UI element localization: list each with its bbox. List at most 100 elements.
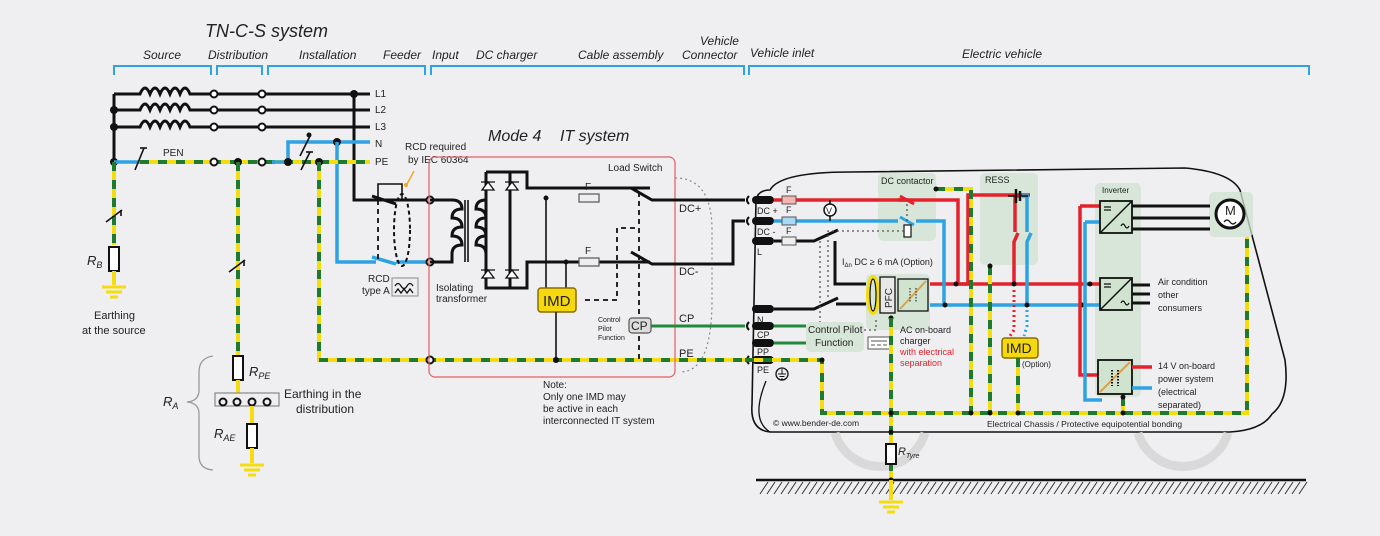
imd-charger-label: IMD xyxy=(543,293,571,310)
section-feeder: Feeder xyxy=(383,48,422,62)
rtyre-resistor xyxy=(885,443,897,465)
inlet-pe: PE xyxy=(757,365,769,375)
hatch-mark xyxy=(843,481,853,495)
motor-icon xyxy=(1214,198,1246,230)
voltmeter-label: V xyxy=(826,206,832,216)
inlet-dc-plus: DC + xyxy=(757,206,778,216)
charger-pe: PE xyxy=(679,348,694,360)
section-vehicle-inlet: Vehicle inlet xyxy=(750,46,815,60)
hatch-mark xyxy=(906,481,916,495)
inlet-fuse-dc-minus xyxy=(781,216,797,226)
hatch-mark xyxy=(1270,481,1280,495)
inlet-n: N xyxy=(757,315,764,325)
section-source: Source xyxy=(143,48,181,62)
hatch-mark xyxy=(1242,481,1252,495)
hatch-mark xyxy=(1116,481,1126,495)
ress-box xyxy=(980,173,1038,265)
rcd-required-1: RCD required xyxy=(405,142,466,153)
cp-function-box xyxy=(806,322,864,352)
hatch-mark xyxy=(1109,481,1119,495)
dc-charger-box xyxy=(428,156,676,378)
hatch-mark xyxy=(871,481,881,495)
fuse-label: F xyxy=(585,182,591,193)
dc-contactor-box xyxy=(878,173,936,241)
cp-func-3: Function xyxy=(598,335,625,342)
ra-brace xyxy=(186,355,214,471)
aux-converter xyxy=(1099,277,1133,311)
ra-label: RA xyxy=(163,394,178,411)
rb-label: RB xyxy=(87,253,102,270)
imd-option-label: (Option) xyxy=(1022,360,1051,369)
hatch-mark xyxy=(1207,481,1217,495)
rae-label: RAE xyxy=(214,426,236,443)
air-condition-1: Air condition xyxy=(1158,277,1208,287)
imd-charger xyxy=(537,287,577,313)
hatch-mark xyxy=(1032,481,1042,495)
section-electric-vehicle: Electric vehicle xyxy=(962,47,1042,61)
ac-charger-3: with electrical xyxy=(899,347,954,357)
rcd-label-2: type A xyxy=(362,286,390,297)
motor-label: M xyxy=(1225,203,1236,218)
section-vehicle-connector-2: Connector xyxy=(682,48,738,62)
ac-charger-4: separation xyxy=(900,358,942,368)
earthing-source-1: Earthing xyxy=(94,310,135,322)
pe-feed-line xyxy=(317,162,745,362)
label-l2: L2 xyxy=(375,105,387,116)
cp-function-2: Function xyxy=(815,338,853,349)
cp-box-label: CP xyxy=(631,319,648,333)
ground-hatch xyxy=(759,481,1308,495)
isolating-transformer xyxy=(430,198,488,264)
inverter-converter xyxy=(1099,200,1133,234)
cp-func-1: Control xyxy=(598,317,621,324)
neutral-line xyxy=(286,140,370,162)
hatch-mark xyxy=(1095,481,1105,495)
hatch-mark xyxy=(969,481,979,495)
charger-cp: CP xyxy=(679,313,694,325)
inlet-l: L xyxy=(757,247,762,257)
hatch-mark xyxy=(1046,481,1056,495)
hatch-mark xyxy=(997,481,1007,495)
note-line-4: interconnected IT system xyxy=(543,416,655,427)
cp-func-2: Pilot xyxy=(598,326,612,333)
section-dc-charger: DC charger xyxy=(476,48,538,62)
section-input: Input xyxy=(432,48,459,62)
hatch-mark xyxy=(1298,481,1308,495)
section-installation: Installation xyxy=(299,48,357,62)
hatch-mark xyxy=(1088,481,1098,495)
hatch-mark xyxy=(829,481,839,495)
hatch-mark xyxy=(1277,481,1287,495)
hatch-mark xyxy=(1018,481,1028,495)
hatch-mark xyxy=(766,481,776,495)
vehicle-outline xyxy=(751,167,1287,433)
hatch-mark xyxy=(955,481,965,495)
earthing-source-2: at the source xyxy=(82,325,146,337)
v14-4: separated) xyxy=(1158,400,1201,410)
hatch-mark xyxy=(1221,481,1231,495)
chassis-label: Electrical Chassis / Protective equipote… xyxy=(987,419,1182,429)
dcdc-converter xyxy=(1097,359,1133,395)
hatch-mark xyxy=(773,481,783,495)
hatch-mark xyxy=(1172,481,1182,495)
hatch-mark xyxy=(1165,481,1175,495)
hatch-mark xyxy=(857,481,867,495)
hatch-mark xyxy=(1144,481,1154,495)
hatch-mark xyxy=(780,481,790,495)
inlet-fuse-label: F xyxy=(786,226,792,236)
hatch-mark xyxy=(1263,481,1273,495)
air-condition-3: consumers xyxy=(1158,303,1203,313)
hatch-mark xyxy=(1249,481,1259,495)
dc-symbol-icon xyxy=(867,336,891,350)
hatch-mark xyxy=(1186,481,1196,495)
phase-lines xyxy=(209,89,370,202)
it-system-title: IT system xyxy=(560,128,629,145)
hatch-mark xyxy=(1102,481,1112,495)
tncs-title: TN-C-S system xyxy=(205,21,328,41)
hatch-mark xyxy=(815,481,825,495)
hatch-mark xyxy=(913,481,923,495)
cable-assembly-outline xyxy=(674,177,713,373)
hatch-mark xyxy=(1004,481,1014,495)
isolating-label-1: Isolating xyxy=(436,283,473,294)
rpe-resistor xyxy=(232,355,244,381)
hatch-mark xyxy=(1179,481,1189,495)
hatch-mark xyxy=(1067,481,1077,495)
